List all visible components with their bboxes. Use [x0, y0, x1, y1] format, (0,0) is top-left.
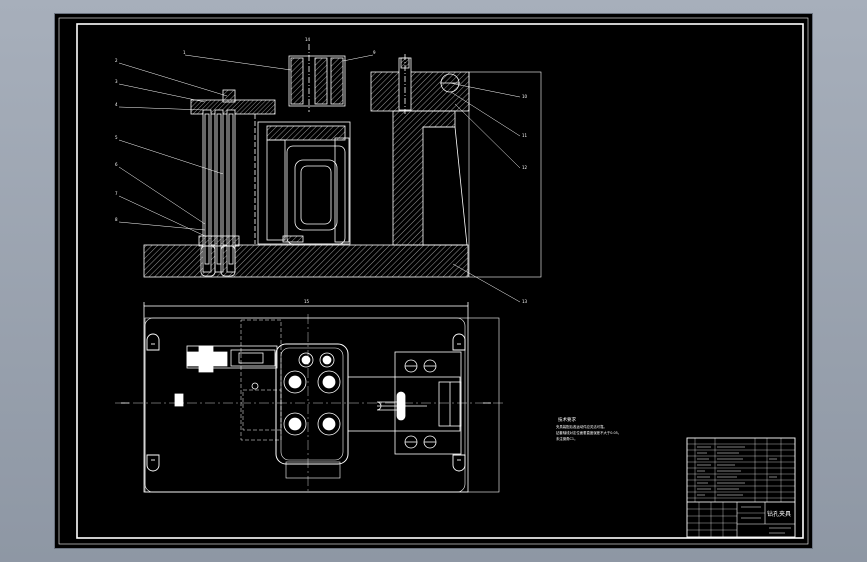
svg-text:6: 6	[115, 162, 118, 167]
svg-text:4: 4	[115, 102, 118, 107]
svg-text:7: 7	[115, 191, 118, 196]
leader-lines	[118, 54, 521, 303]
svg-text:14: 14	[305, 37, 311, 42]
svg-text:9: 9	[373, 50, 376, 55]
svg-text:2: 2	[115, 58, 118, 63]
front-view	[143, 44, 542, 278]
technical-notes: 技术要求 夹具装配后各运动件应灵活可靠。 钻套轴线对定位面垂直度误差不大于0.0…	[556, 416, 621, 441]
svg-text:3: 3	[115, 79, 118, 84]
notes-heading: 技术要求	[558, 416, 576, 423]
svg-text:11: 11	[522, 133, 528, 138]
note-line-1: 夹具装配后各运动件应灵活可靠。	[556, 424, 607, 429]
note-line-2: 钻套轴线对定位面垂直度误差不大于0.05。	[556, 430, 621, 435]
svg-text:5: 5	[115, 135, 118, 140]
svg-text:8: 8	[115, 217, 118, 222]
plan-view	[115, 302, 503, 494]
drawing-title: 钻孔夹具	[767, 510, 791, 518]
base-plate	[143, 244, 469, 278]
workpiece-body	[275, 343, 349, 465]
drill-plate	[370, 71, 470, 112]
title-block	[686, 437, 796, 538]
drawing-canvas: 1 2 3 4 5 6 7 8 9 10 11 12 13 14 15	[58, 17, 809, 545]
callout-numbers: 1 2 3 4 5 6 7 8 9 10 11 12 13 14 15	[115, 37, 528, 304]
svg-text:15: 15	[304, 299, 310, 304]
drawing-sheet: 1 2 3 4 5 6 7 8 9 10 11 12 13 14 15	[55, 14, 812, 548]
svg-text:1: 1	[183, 50, 186, 55]
svg-text:10: 10	[522, 94, 528, 99]
svg-text:13: 13	[522, 299, 528, 304]
note-line-3: 未注倒角C1。	[556, 436, 577, 441]
sheet-inner-border	[76, 23, 804, 539]
svg-text:12: 12	[522, 165, 528, 170]
support-column	[392, 110, 456, 246]
sheet-outer-border	[58, 17, 809, 545]
